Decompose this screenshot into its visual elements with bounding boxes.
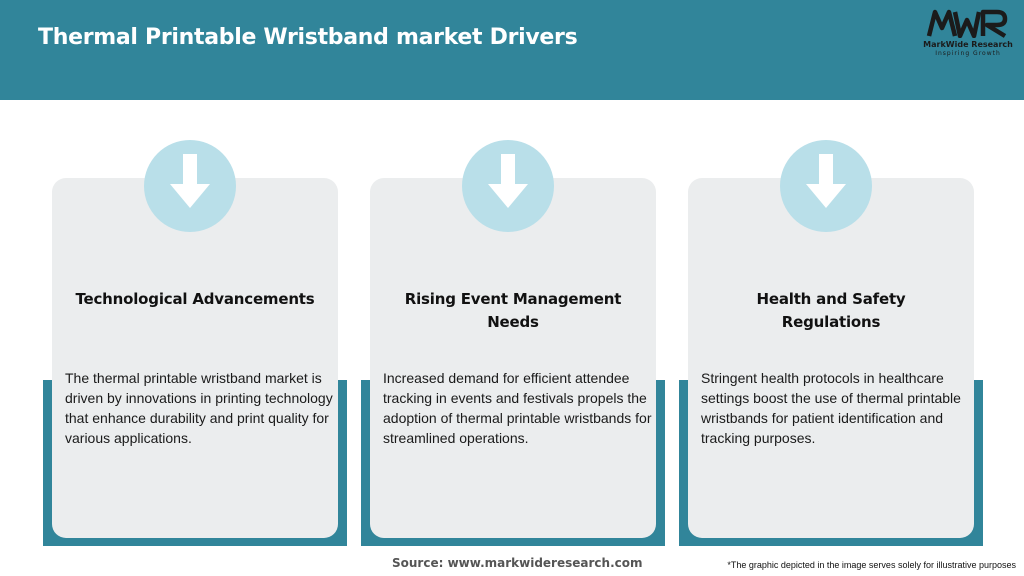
driver-card-2: Rising Event Management Needs Increased … xyxy=(361,140,676,548)
header-banner: Thermal Printable Wristband market Drive… xyxy=(0,0,1024,100)
disclaimer-note: *The graphic depicted in the image serve… xyxy=(727,560,1016,570)
card-title: Health and Safety Regulations xyxy=(756,290,906,331)
card-description: The thermal printable wristband market i… xyxy=(65,370,333,446)
company-logo: MarkWide Research Inspiring Growth xyxy=(918,8,1018,58)
driver-card-1: Technological Advancements The thermal p… xyxy=(43,140,358,548)
logo-name: MarkWide Research xyxy=(923,40,1013,49)
card-title: Technological Advancements xyxy=(75,290,315,308)
down-arrow-icon xyxy=(462,140,554,232)
card-description: Stringent health protocols in healthcare… xyxy=(701,370,961,446)
logo-tagline: Inspiring Growth xyxy=(935,50,1001,57)
source-credit: Source: www.markwideresearch.com xyxy=(392,556,643,570)
card-panel: Technological Advancements The thermal p… xyxy=(52,178,338,538)
down-arrow-icon xyxy=(780,140,872,232)
page-title: Thermal Printable Wristband market Drive… xyxy=(38,25,578,50)
card-panel: Rising Event Management Needs Increased … xyxy=(370,178,656,538)
driver-card-3: Health and Safety Regulations Stringent … xyxy=(679,140,994,548)
logo-mark-icon xyxy=(926,9,1008,38)
card-description: Increased demand for efficient attendee … xyxy=(383,370,652,446)
card-title: Rising Event Management Needs xyxy=(404,290,622,331)
down-arrow-icon xyxy=(144,140,236,232)
card-panel: Health and Safety Regulations Stringent … xyxy=(688,178,974,538)
